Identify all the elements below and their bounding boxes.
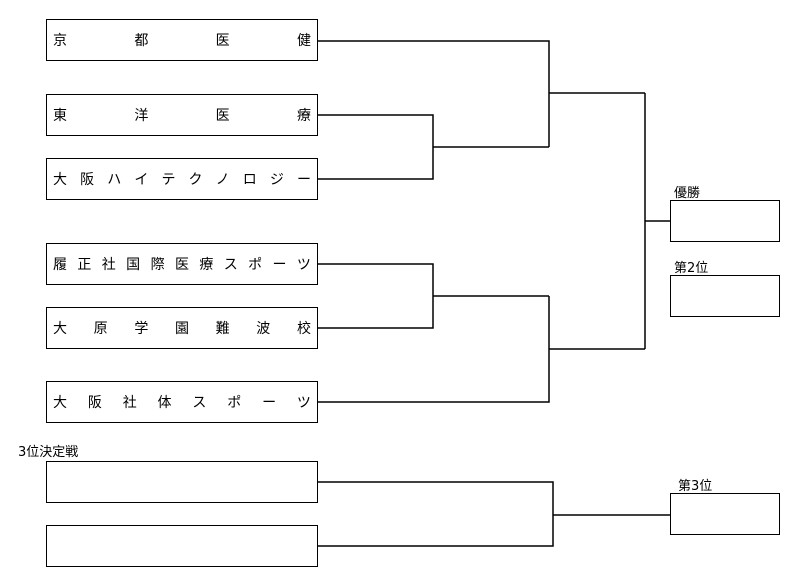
team-name-1: 京都医健 [53,20,311,60]
team-name-char: 原 [93,321,108,337]
team-name-char: 医 [215,33,230,49]
team-name-char: ス [192,395,207,411]
team-name-char: 療 [296,108,311,124]
team-name-char: 阪 [80,172,95,188]
bracket-line-third [318,481,554,547]
team-name-char: 都 [134,33,149,49]
team-name-char: 校 [296,321,311,337]
team-name-char: ー [296,172,311,188]
team-name-char: 体 [157,395,172,411]
bracket-line-semi1 [318,114,434,180]
team-name-char: ツ [296,257,311,273]
team-name-char: ポ [227,395,242,411]
team-name-char: 難 [215,321,230,337]
team-name-char: 波 [256,321,271,337]
second-place-box [670,275,780,317]
third-place-box [670,493,780,535]
team-name-5: 大原学園難波校 [53,308,311,348]
team-name-char: 社 [122,395,137,411]
team-name-char: 園 [174,321,189,337]
third-place-team-name-1 [53,462,311,502]
team-box-1: 京都医健 [46,19,318,61]
team-name-char: 学 [134,321,149,337]
third-place-team-box-2 [46,525,318,567]
team-name-3: 大阪ハイテクノロジー [53,159,311,199]
team-name-char: 京 [53,33,67,49]
team-name-char: 健 [296,33,311,49]
team-name-char: 医 [215,108,230,124]
team-name-4: 履正社国際医療スポーツ [53,244,311,284]
bracket-line-lower [318,296,550,403]
team-name-char: ス [223,257,238,273]
team-name-char: テ [161,172,176,188]
team-name-char: 医 [174,257,189,273]
team-name-char: 東 [53,108,67,124]
second-place-label: 第2位 [674,261,709,276]
team-name-char: 洋 [134,108,149,124]
team-name-char: 国 [126,257,141,273]
team-name-6: 大阪社体スポーツ [53,382,311,422]
team-box-5: 大原学園難波校 [46,307,318,349]
team-name-char: 阪 [87,395,102,411]
team-name-char: 大 [53,172,67,188]
team-name-char: イ [134,172,149,188]
winner-box [670,200,780,242]
team-name-char: ロ [242,172,257,188]
team-name-char: ツ [296,395,311,411]
bracket-line-upper [318,40,550,147]
team-box-3: 大阪ハイテクノロジー [46,158,318,200]
team-name-char: 際 [150,257,165,273]
bracket-line-semi2 [318,263,434,329]
team-name-2: 東洋医療 [53,95,311,135]
team-name-char: 療 [199,257,214,273]
team-box-4: 履正社国際医療スポーツ [46,243,318,285]
team-name-char: ク [188,172,203,188]
team-name-char: 社 [101,257,116,273]
team-name-char: 履 [53,257,67,273]
team-name-char: ー [272,257,287,273]
team-name-char: ポ [248,257,263,273]
third-place-label: 第3位 [678,479,713,494]
third-place-match-title: 3位決定戦 [18,445,79,460]
team-name-char: 大 [53,321,67,337]
team-box-2: 東洋医療 [46,94,318,136]
third-place-team-name-2 [53,526,311,566]
team-name-char: 正 [77,257,92,273]
team-name-char: 大 [53,395,67,411]
team-name-char: ジ [269,172,284,188]
team-name-char: ノ [215,172,230,188]
team-name-char: ハ [107,172,122,188]
third-place-team-box-1 [46,461,318,503]
winner-label: 優勝 [674,186,701,201]
team-name-char: ー [262,395,277,411]
team-box-6: 大阪社体スポーツ [46,381,318,423]
